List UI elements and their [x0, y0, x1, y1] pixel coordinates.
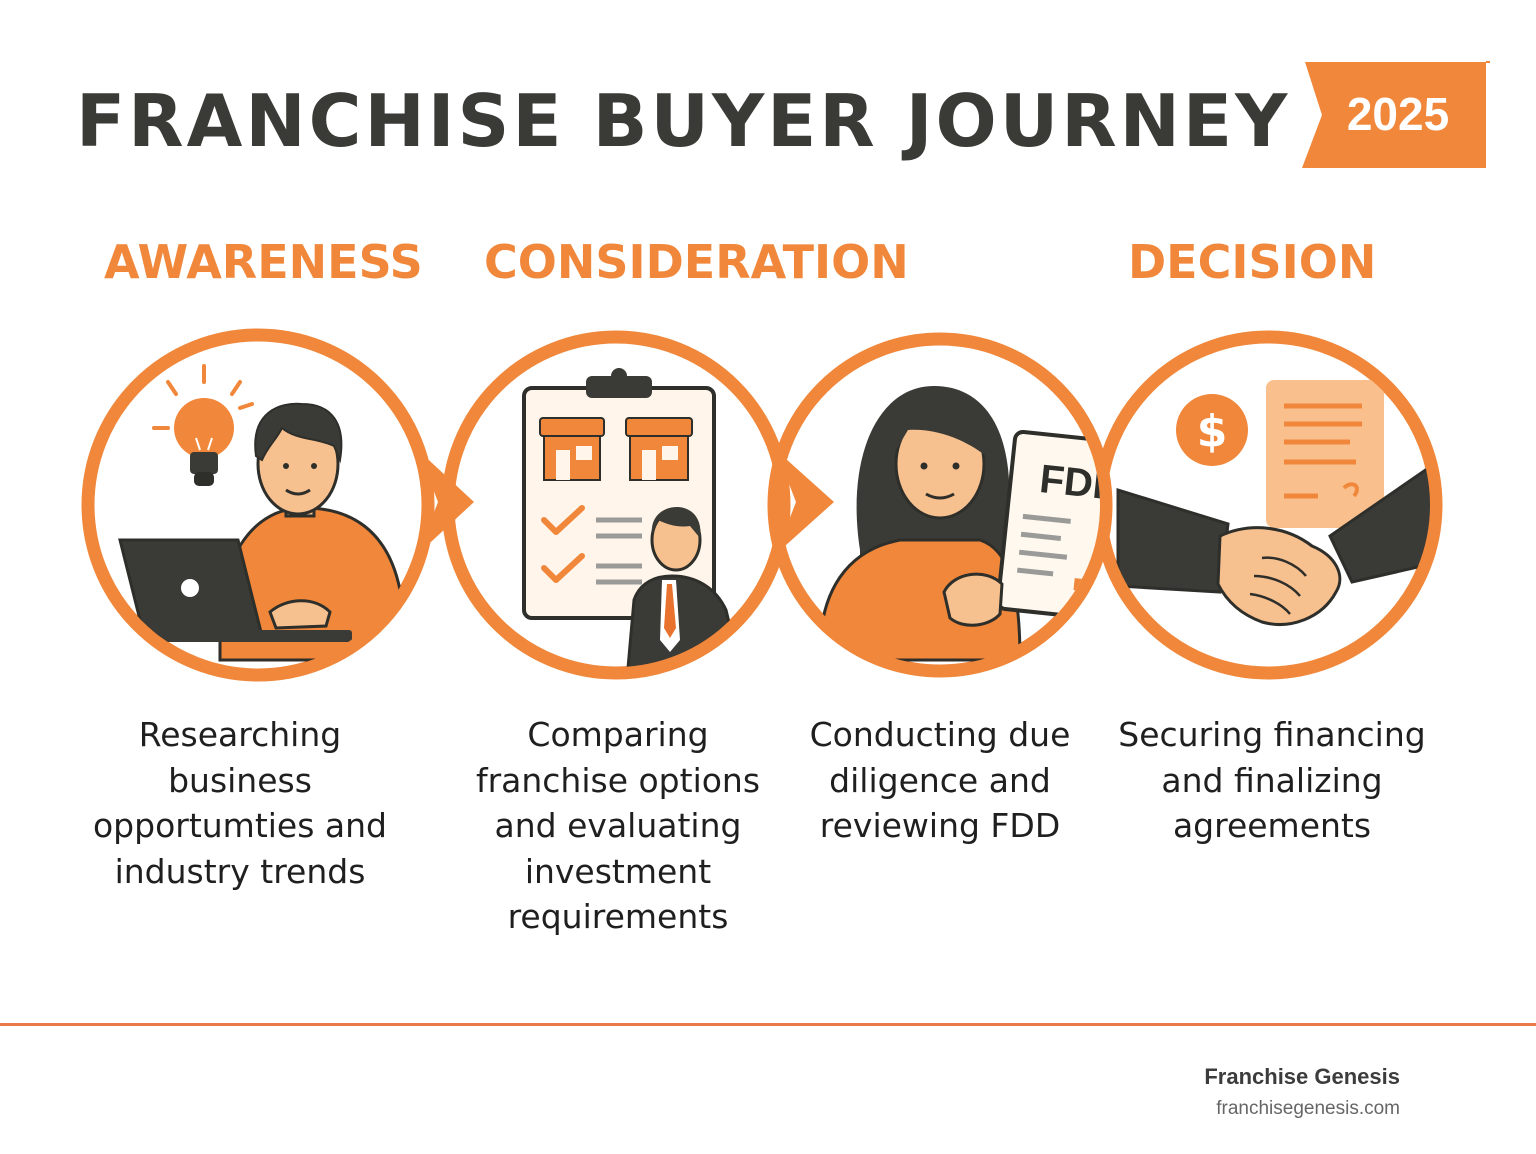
arrow-right-icon	[418, 450, 474, 554]
footer-brand: Franchise Genesis	[1204, 1064, 1400, 1089]
step-1-ring	[81, 328, 435, 682]
footer-website-link[interactable]: franchisegenesis.com	[1216, 1098, 1400, 1119]
footer-divider	[0, 1023, 1536, 1026]
page-title: FRANCHISE BUYER JOURNEY	[76, 79, 1291, 163]
handshake-contract-dollar-icon: $	[1116, 380, 1430, 626]
dollar-icon: $	[1197, 406, 1228, 457]
journey-diagram: FDD	[81, 328, 1443, 682]
year-badge: 2025	[1346, 88, 1450, 140]
person-laptop-lightbulb-icon	[118, 364, 410, 662]
stage-awareness-label: AWARENESS	[104, 235, 423, 289]
fdd-document-label: FDD	[1038, 457, 1124, 509]
stage-consideration-label: CONSIDERATION	[484, 235, 909, 289]
step-2-description: Comparing franchise options and evaluati…	[475, 715, 761, 936]
step-4-description: Securing financing and finalizing agreem…	[1118, 715, 1426, 845]
arrow-right-icon	[776, 450, 834, 554]
step-3-description: Conducting due diligence and reviewing F…	[809, 715, 1071, 845]
year-ribbon	[1302, 61, 1490, 168]
stage-decision-label: DECISION	[1128, 235, 1377, 289]
woman-holding-fdd-document-icon: FDD	[818, 386, 1124, 662]
clipboard-storefronts-checklist-icon	[522, 368, 742, 667]
step-1-description: Researching business opportumties and in…	[92, 715, 388, 891]
